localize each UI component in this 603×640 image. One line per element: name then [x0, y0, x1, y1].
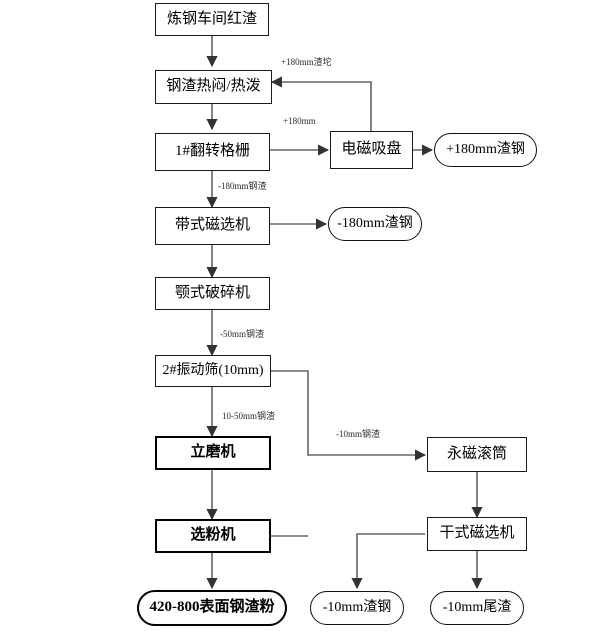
node-label: 炼钢车间红渣 — [166, 10, 257, 27]
node-vertical-mill[interactable]: 立磨机 — [155, 436, 271, 470]
node-label: 电磁吸盘 — [341, 141, 402, 158]
node-label: 选粉机 — [190, 527, 236, 544]
node-surface-slag-powder[interactable]: 420-800表面钢渣粉 — [137, 590, 287, 626]
node-label: 立磨机 — [190, 444, 236, 461]
node-label: 1#翻转格栅 — [174, 143, 250, 160]
node-plus180-slag-steel[interactable]: +180mm渣钢 — [434, 133, 537, 167]
node-label: 带式磁选机 — [174, 217, 250, 234]
node-belt-magnetic-separator[interactable]: 带式磁选机 — [155, 207, 270, 245]
node-flip-grid-1[interactable]: 1#翻转格栅 — [155, 133, 270, 171]
node-permanent-magnet-drum[interactable]: 永磁滚筒 — [427, 437, 527, 472]
edge-n9-n12 — [271, 370, 427, 461]
node-electromagnetic-chuck[interactable]: 电磁吸盘 — [330, 131, 413, 169]
node-hot-stuffy-splash[interactable]: 钢渣热闷/热泼 — [155, 70, 272, 104]
node-vibrating-screen-2[interactable]: 2#振动筛(10mm) — [155, 355, 271, 387]
node-jaw-crusher[interactable]: 颚式破碎机 — [155, 277, 270, 310]
node-label: 干式磁选机 — [439, 525, 515, 542]
edge-label-minus10-slag: -10mm钢渣 — [336, 429, 380, 439]
edge-n13-n15 — [351, 533, 425, 590]
node-label: +180mm渣钢 — [446, 141, 525, 157]
node-label: 永磁滚筒 — [446, 445, 507, 462]
node-label: -180mm渣钢 — [337, 215, 413, 231]
node-minus10-tailings[interactable]: -10mm尾渣 — [430, 591, 524, 625]
edge-label-10-50mm-slag: 10-50mm钢渣 — [222, 411, 275, 421]
edge-label-minus180-slag: -180mm钢渣 — [218, 181, 267, 191]
node-label: 420-800表面钢渣粉 — [149, 599, 275, 616]
node-minus10-slag-steel[interactable]: -10mm渣钢 — [310, 591, 404, 625]
node-steel-plant-red-slag[interactable]: 炼钢车间红渣 — [155, 3, 269, 36]
node-label: 钢渣热闷/热泼 — [166, 78, 261, 95]
edge-label-plus180: +180mm — [283, 116, 316, 126]
node-label: 颚式破碎机 — [174, 284, 250, 301]
node-dry-magnetic-separator[interactable]: 干式磁选机 — [427, 517, 527, 551]
node-minus180-slag-steel[interactable]: -180mm渣钢 — [328, 207, 422, 241]
edge-label-plus180-slag-lump: +180mm渣坨 — [281, 57, 332, 67]
node-powder-separator[interactable]: 选粉机 — [155, 519, 271, 553]
node-label: -10mm尾渣 — [442, 599, 512, 615]
node-label: -10mm渣钢 — [322, 599, 392, 615]
node-label: 2#振动筛(10mm) — [162, 362, 264, 378]
edge-label-minus50-slag: -50mm钢渣 — [220, 329, 264, 339]
